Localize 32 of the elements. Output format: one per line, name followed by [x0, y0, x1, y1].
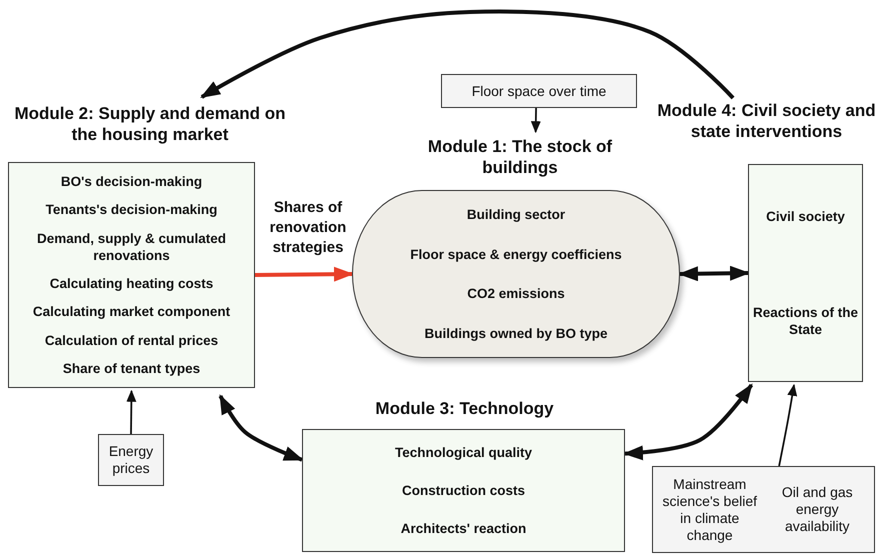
arrow	[624, 384, 754, 460]
module-item: Buildings owned by BO type	[424, 324, 608, 342]
module-item: Tenants's decision-making	[46, 201, 218, 218]
input-text: Oil and gas energy availability	[780, 484, 854, 535]
module-item: Reactions of the State	[752, 304, 859, 338]
arrow	[126, 390, 136, 434]
module-item: Technological quality	[394, 444, 532, 462]
input-text: Energy prices	[108, 443, 154, 477]
module-heading: Module 4: Civil society and state interventions	[656, 100, 877, 142]
module-item: Floor space & energy coefficiens	[410, 246, 622, 263]
module-item: Architects' reaction	[400, 520, 526, 537]
arrow	[530, 108, 541, 133]
module-item: Demand, supply & cumulated renovations	[36, 230, 228, 264]
arrow	[778, 384, 798, 466]
module-item: Calculating market component	[32, 303, 230, 320]
input-text: Floor space over time	[472, 82, 606, 100]
input-text: Mainstream science's belief in climate change	[662, 476, 758, 544]
module-item: CO2 emissions	[467, 285, 565, 302]
module-item: Construction costs	[402, 482, 525, 499]
module-heading: Module 2: Supply and demand on the housing market	[13, 103, 287, 145]
module-item: Civil society	[766, 208, 845, 226]
module-heading: Module 3: Technology	[374, 398, 555, 419]
arrow	[200, 10, 734, 100]
arrow	[254, 266, 354, 282]
arrow	[218, 394, 304, 462]
module-item: Share of tenant types	[62, 360, 200, 378]
module-item: Calculating heating costs	[50, 274, 214, 292]
module-item: BO's decision-making	[60, 172, 202, 190]
module-item: Building sector	[466, 206, 566, 224]
module-heading: Module 1: The stock of buildings	[426, 136, 614, 178]
module-item: Calculation of rental prices	[44, 332, 218, 349]
arrow	[678, 266, 750, 282]
